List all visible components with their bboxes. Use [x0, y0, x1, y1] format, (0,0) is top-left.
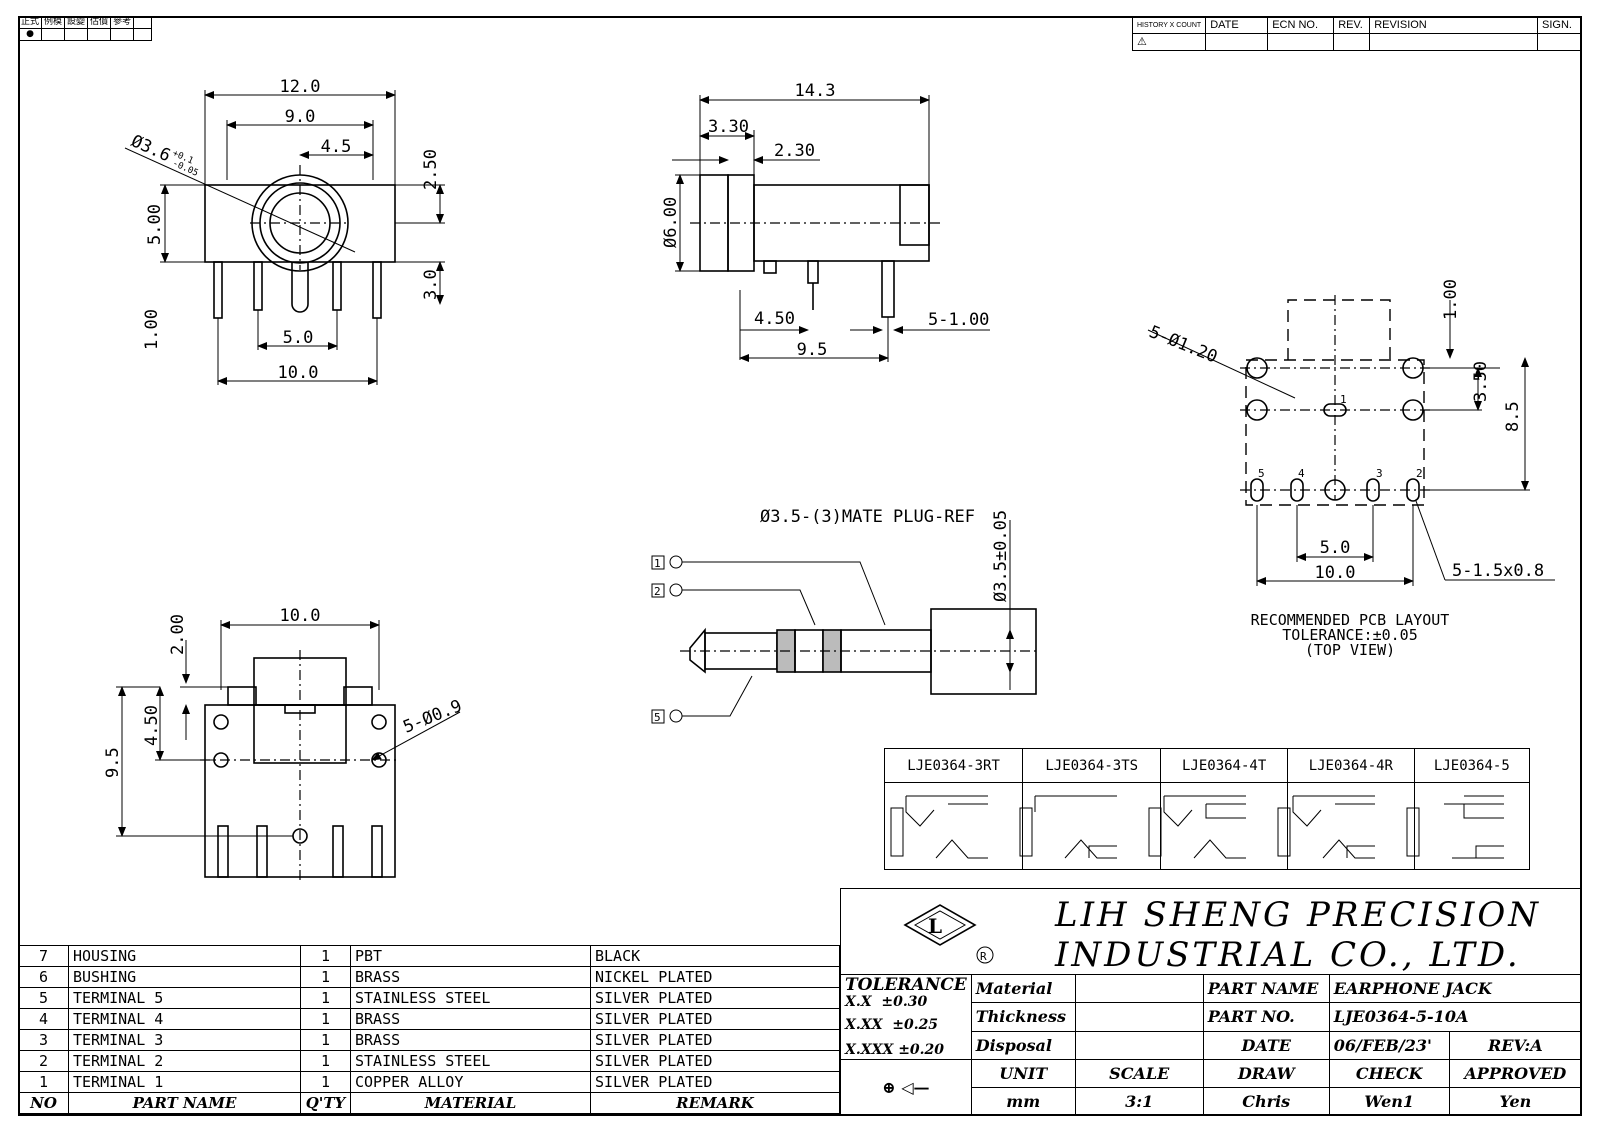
svg-text:3.0: 3.0: [421, 269, 441, 300]
svg-text:2: 2: [654, 585, 661, 598]
part-number-value: LJE0364-5-10A: [1328, 1002, 1583, 1032]
svg-text:5: 5: [654, 711, 661, 724]
svg-text:Ø3.5±0.05: Ø3.5±0.05: [991, 510, 1011, 602]
company-logo: L R: [903, 904, 994, 964]
svg-text:9.5: 9.5: [797, 340, 828, 360]
date-value: 06/FEB/23': [1328, 1030, 1450, 1061]
svg-text:4: 4: [1298, 467, 1305, 480]
svg-text:RECOMMENDED PCB LAYOUT: RECOMMENDED PCB LAYOUT: [1251, 611, 1450, 629]
svg-text:8.5: 8.5: [1503, 401, 1523, 432]
svg-text:TOLERANCE:±0.05: TOLERANCE:±0.05: [1282, 626, 1417, 644]
revision-value: REV:A: [1448, 1030, 1583, 1061]
svg-text:9.5: 9.5: [103, 747, 123, 778]
svg-text:5.0: 5.0: [283, 328, 314, 348]
svg-text:5-1.00: 5-1.00: [928, 310, 989, 330]
pcb-layout-view: 1 2 3 4 5 5-Ø1.20 1.00 3.50 8.5 5.0 10.0…: [1146, 279, 1555, 659]
svg-text:5.00: 5.00: [145, 204, 165, 245]
svg-text:5-Ø1.20: 5-Ø1.20: [1146, 322, 1220, 367]
dim-12: 12.0: [280, 77, 321, 97]
bottom-view: 10.0 2.00 4.50 9.5 5-Ø0.9: [103, 606, 465, 880]
front-view: 12.0 9.0 4.5 Ø3.6 +0.1 -0.05 2.50 5.00 3…: [124, 77, 445, 385]
svg-text:1.00: 1.00: [142, 309, 162, 350]
svg-text:4.50: 4.50: [754, 309, 795, 329]
svg-text:10.0: 10.0: [278, 363, 319, 383]
config-5: LJE0364-5: [1413, 748, 1531, 783]
svg-text:1: 1: [1340, 393, 1347, 406]
svg-text:(TOP VIEW): (TOP VIEW): [1305, 641, 1395, 659]
part-name-value: EARPHONE JACK: [1328, 973, 1583, 1004]
svg-text:2.30: 2.30: [774, 141, 815, 161]
svg-text:L: L: [928, 914, 942, 938]
svg-text:R: R: [980, 950, 987, 963]
svg-text:10.0: 10.0: [1315, 563, 1356, 583]
svg-text:4.5: 4.5: [321, 137, 352, 157]
svg-text:14.3: 14.3: [795, 81, 836, 101]
configuration-table: LJE0364-3RT LJE0364-3TS LJE0364-4T LJE03…: [883, 748, 1531, 870]
svg-text:9.0: 9.0: [285, 107, 316, 127]
config-4r: LJE0364-4R: [1286, 748, 1415, 783]
drawing-frame: [18, 16, 1582, 1116]
mate-plug-view: Ø3.5-(3)MATE PLUG-REF Ø3.5±0.05 1 2 5: [651, 507, 1040, 724]
svg-text:5: 5: [1258, 467, 1265, 480]
svg-text:2.50: 2.50: [421, 149, 441, 190]
svg-text:3.50: 3.50: [1471, 361, 1491, 402]
config-4t: LJE0364-4T: [1160, 748, 1288, 783]
side-view: 14.3 3.30 2.30 Ø6.00 4.50 9.5 5-1.00: [661, 81, 990, 362]
svg-text:5-1.5x0.8: 5-1.5x0.8: [1452, 561, 1544, 581]
corner-stamp: 正式例模設變估價參考 ●: [17, 16, 153, 41]
svg-text:5.0: 5.0: [1320, 538, 1351, 558]
svg-text:5-Ø0.9: 5-Ø0.9: [400, 696, 464, 738]
svg-text:1: 1: [654, 557, 661, 570]
svg-text:3.30: 3.30: [708, 117, 749, 137]
svg-text:4.50: 4.50: [142, 705, 162, 746]
config-3rt: LJE0364-3RT: [883, 748, 1024, 783]
svg-text:Ø6.00: Ø6.00: [661, 197, 681, 248]
company-box: [840, 888, 1582, 974]
svg-text:1.00: 1.00: [1441, 279, 1461, 320]
svg-text:3: 3: [1376, 467, 1383, 480]
svg-text:10.0: 10.0: [280, 606, 321, 626]
svg-text:2: 2: [1416, 467, 1423, 480]
svg-text:Ø3.5-(3)MATE PLUG-REF: Ø3.5-(3)MATE PLUG-REF: [760, 507, 975, 527]
svg-text:2.00: 2.00: [168, 614, 188, 655]
title-block: TOLERANCE X.X ±0.30 X.XX ±0.25 X.XXX ±0.…: [840, 973, 1583, 1116]
company-name: LIH SHENG PRECISION INDUSTRIAL CO., LTD.: [1055, 895, 1542, 975]
config-3ts: LJE0364-3TS: [1022, 748, 1162, 783]
svg-text:Ø3.6: Ø3.6: [128, 131, 174, 166]
